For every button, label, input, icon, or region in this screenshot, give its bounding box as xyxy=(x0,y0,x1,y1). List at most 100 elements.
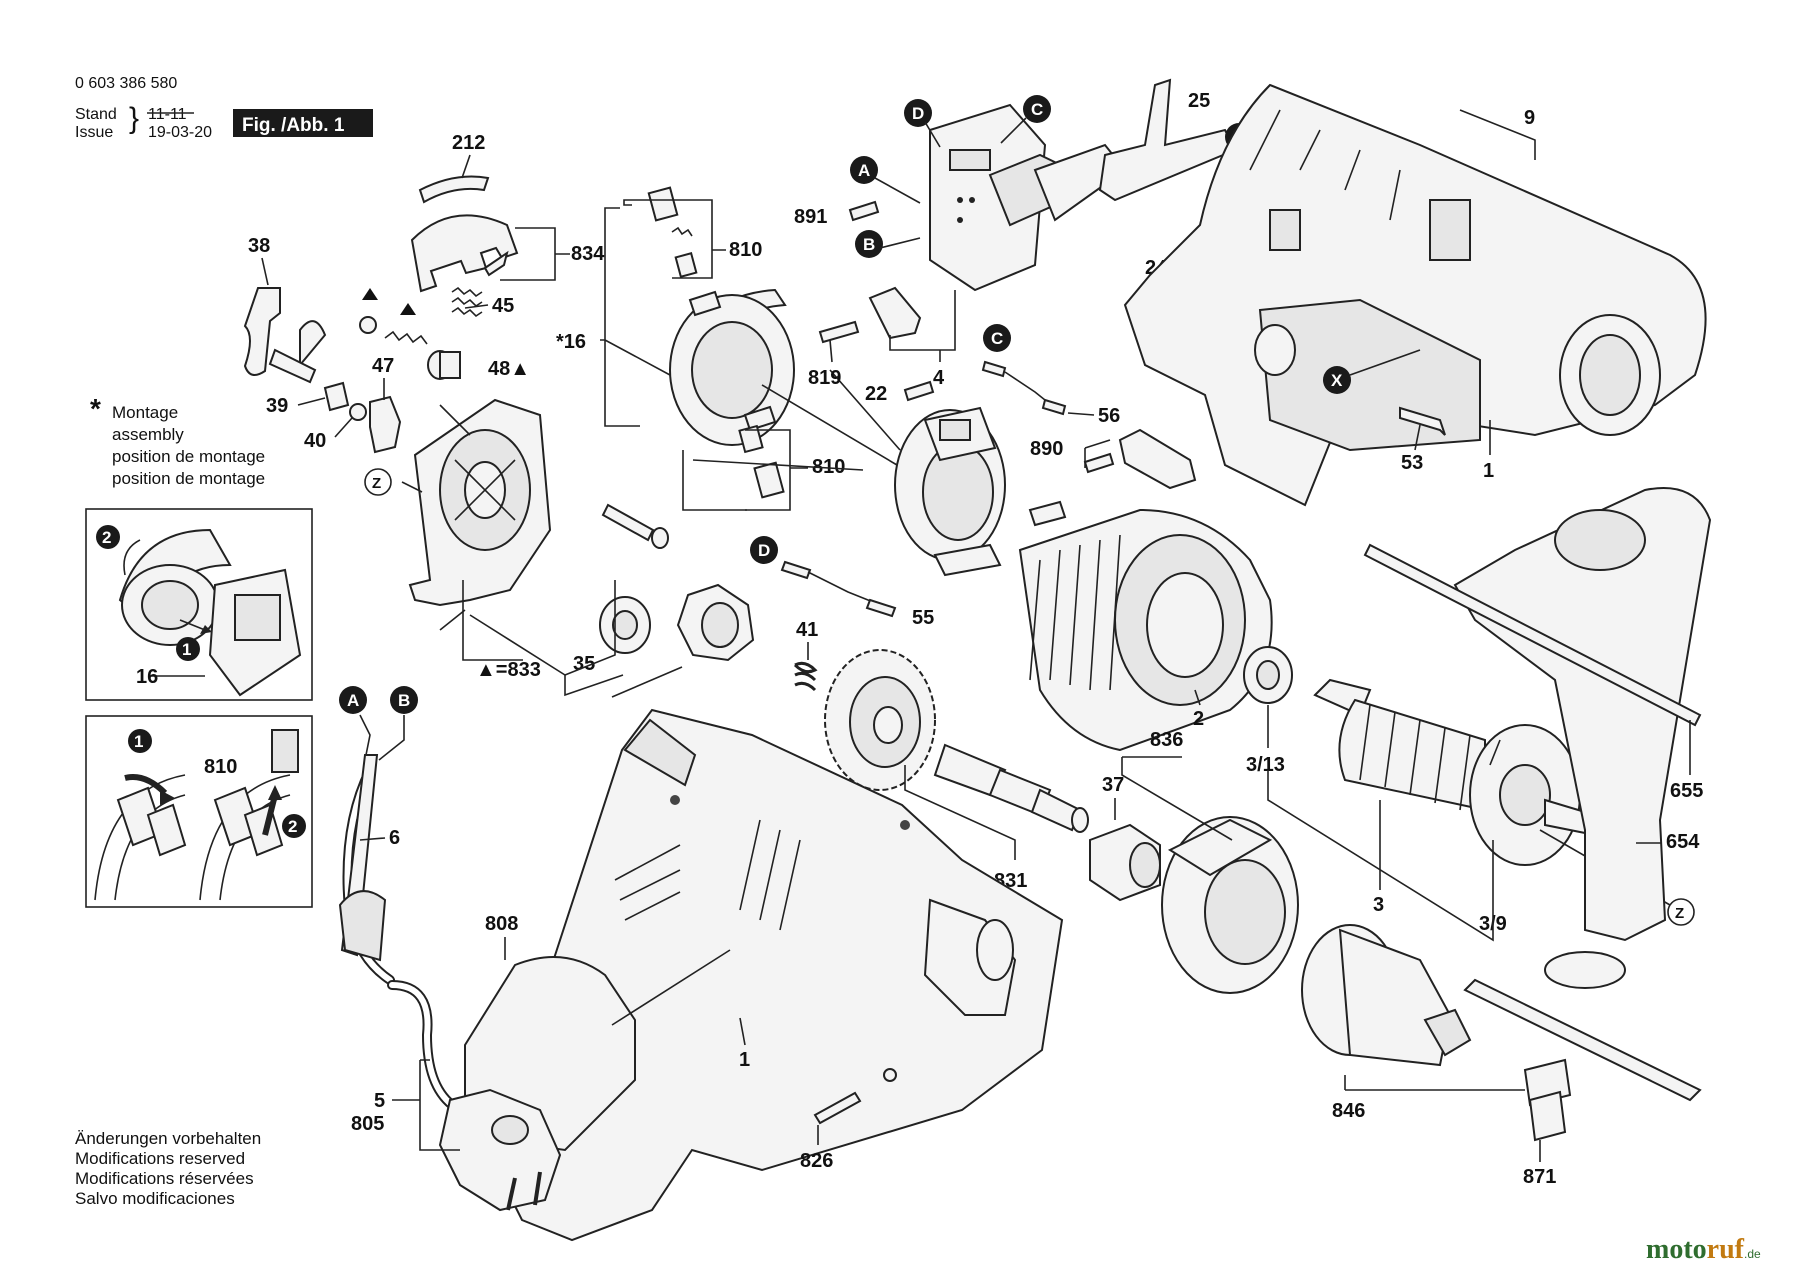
bracket-833-line xyxy=(462,580,523,661)
part-55-terminal xyxy=(865,598,897,618)
part-810-spring-a xyxy=(671,226,693,237)
part-4-lever xyxy=(868,286,922,340)
label-40: 40 xyxy=(304,430,326,452)
inset1-step-1-badge xyxy=(176,637,200,661)
part-836-gear-housing xyxy=(1161,816,1299,994)
legend-line-1: Montage xyxy=(112,403,178,422)
label-56: 56 xyxy=(1098,405,1120,427)
part-3-13-bore xyxy=(1256,660,1280,690)
part-pin-head xyxy=(651,527,669,549)
part-212-label xyxy=(418,175,490,204)
part-5-plug xyxy=(438,1088,562,1212)
label-654: 654 xyxy=(1666,831,1700,853)
part-bearing-plate xyxy=(408,398,552,607)
figure-label: Fig. /Abb. 1 xyxy=(242,115,345,136)
label-3-13: 3/13 xyxy=(1246,754,1285,776)
part-gear-wheel xyxy=(824,649,936,791)
part-3-armature xyxy=(1313,678,1596,866)
connector-B-badge xyxy=(855,230,883,258)
label-655: 655 xyxy=(1670,780,1703,802)
connector-C-mid-badge xyxy=(983,324,1011,352)
part-654-side-handle xyxy=(1453,487,1712,989)
label-871: 871 xyxy=(1523,1166,1556,1188)
part-834-cover xyxy=(410,214,519,293)
label-9: 9 xyxy=(1524,107,1535,129)
legend-line-2: assembly xyxy=(112,425,184,444)
part-846-chuck xyxy=(1301,924,1472,1067)
label-25: 25 xyxy=(1188,90,1210,112)
label-48: 48▲ xyxy=(488,358,530,380)
part-pin xyxy=(601,503,655,542)
part-1-motor-housing xyxy=(500,708,1064,1242)
label-3: 3 xyxy=(1373,894,1384,916)
logo-part-2: ruf xyxy=(1707,1234,1745,1265)
triangle-mark-2 xyxy=(400,303,416,315)
issue-label: Issue xyxy=(75,124,113,141)
label-16-star: *16 xyxy=(556,331,586,353)
part-55-wire xyxy=(780,560,812,580)
label-810-top: 810 xyxy=(729,239,762,261)
triangle-mark-1 xyxy=(362,288,378,300)
part-41-spring xyxy=(793,661,818,692)
label-1-housing: 1 xyxy=(1483,460,1494,482)
part-35-bore xyxy=(612,610,638,640)
label-2: 2 xyxy=(1193,708,1204,730)
label-38: 38 xyxy=(248,235,270,257)
label-47: 47 xyxy=(372,355,394,377)
connector-A: A xyxy=(858,161,870,180)
part-871-chuck-key xyxy=(1463,978,1702,1142)
stand-value: 11-11 xyxy=(148,106,187,123)
label-834: 834 xyxy=(571,243,605,265)
inset1-step-2-badge xyxy=(96,525,120,549)
connector-B-cable-badge xyxy=(390,686,418,714)
footer-line-3: Modifications réservées xyxy=(75,1169,254,1188)
label-212: 212 xyxy=(452,132,485,154)
connector-C-top-badge xyxy=(1023,95,1051,123)
label-846: 846 xyxy=(1332,1100,1365,1122)
connector-B: B xyxy=(863,235,875,254)
part-hex-bore xyxy=(701,602,739,648)
site-logo[interactable]: motoruf.de xyxy=(1646,1234,1761,1265)
label-41: 41 xyxy=(796,619,818,641)
label-6: 6 xyxy=(389,827,400,849)
part-891-screw xyxy=(848,200,880,222)
connector-X-mid: X xyxy=(1331,371,1343,390)
part-37-sleeve xyxy=(1089,823,1161,902)
legend-line-4: position de montage xyxy=(112,469,265,488)
footer-line-4: Salvo modificaciones xyxy=(75,1189,235,1208)
label-836: 836 xyxy=(1150,729,1183,751)
connector-X-mid-badge xyxy=(1323,366,1351,394)
label-37: 37 xyxy=(1102,774,1124,796)
part-brush-holder-frame xyxy=(894,406,1006,577)
connector-A-badge xyxy=(850,156,878,184)
connector-C-top: C xyxy=(1031,100,1043,119)
logo-part-1: moto xyxy=(1646,1234,1707,1265)
brace-glyph: } xyxy=(129,102,139,135)
part-826-hole xyxy=(883,1068,897,1082)
z-marker-left xyxy=(364,468,392,496)
connector-A-cable: A xyxy=(347,691,359,710)
part-56-terminal xyxy=(1041,398,1067,416)
figure-badge xyxy=(233,109,373,137)
z-marker-right xyxy=(1667,898,1695,926)
part-40-ball xyxy=(349,403,367,421)
label-891: 891 xyxy=(794,206,827,228)
part-45-spring xyxy=(451,286,483,318)
connector-D-top: D xyxy=(912,104,924,123)
part-831-spindle xyxy=(933,743,1089,833)
label-805: 805 xyxy=(351,1113,384,1135)
label-810-inset: 810 xyxy=(204,756,237,778)
label-890: 890 xyxy=(1030,438,1063,460)
part-834-clip xyxy=(483,250,509,277)
part-number: 0 603 386 580 xyxy=(75,75,177,92)
label-833: ▲=833 xyxy=(476,659,541,681)
footer-line-2: Modifications reserved xyxy=(75,1149,245,1168)
issue-value: 19-03-20 xyxy=(148,124,212,141)
part-810-brush-a2 xyxy=(674,252,698,278)
part-25-bracket xyxy=(1098,78,1237,202)
part-22-screw xyxy=(903,380,935,402)
connector-B-cable: B xyxy=(398,691,410,710)
part-2-stator xyxy=(1018,500,1273,752)
part-48-body xyxy=(439,351,461,379)
label-810-mid: 810 xyxy=(812,456,845,478)
